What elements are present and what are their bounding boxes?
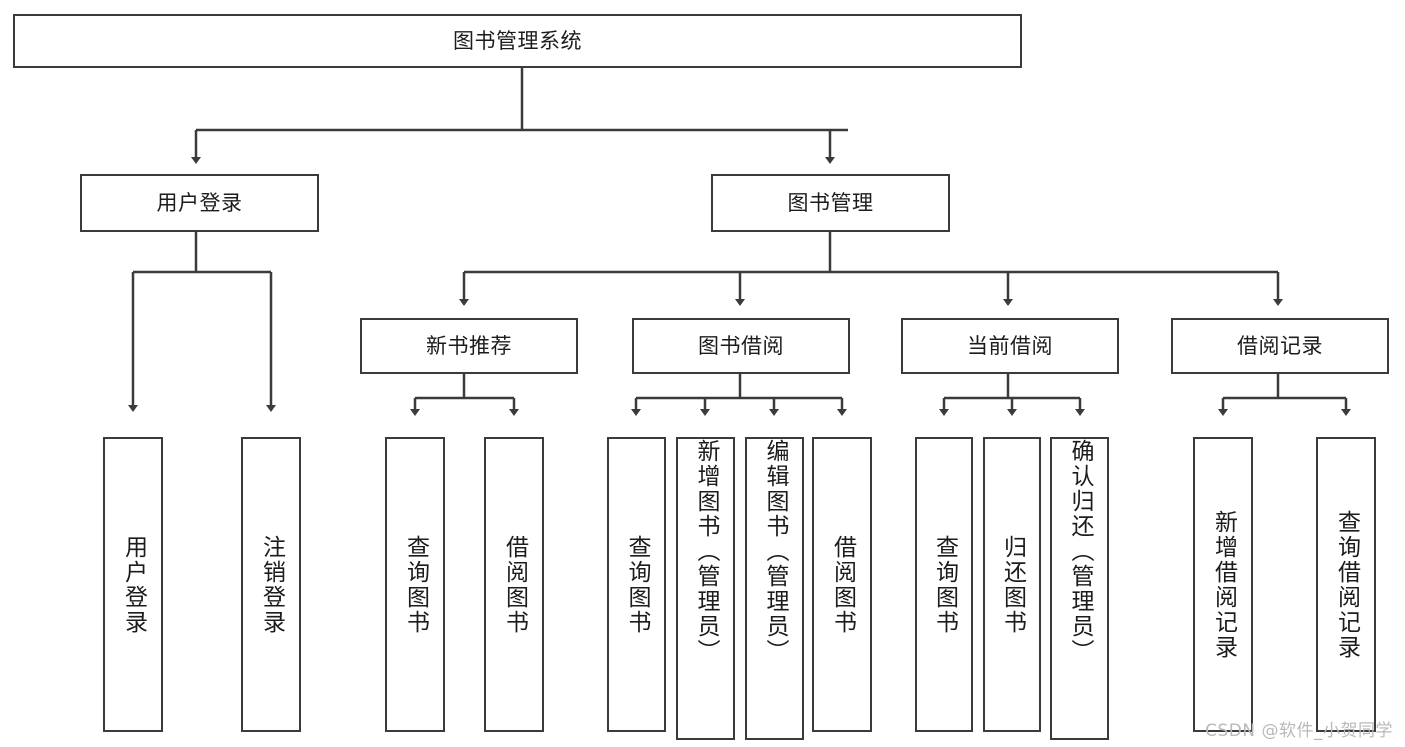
node-leaf-query-book-1-label: 查询图书: [402, 534, 429, 635]
node-book-borrow-label: 图书借阅: [698, 333, 784, 358]
node-root-label: 图书管理系统: [453, 28, 582, 53]
edge-group-new-book-rec: [410, 374, 519, 416]
edge-group-user-login: [128, 232, 276, 412]
node-leaf-query-record[interactable]: 查询借阅记录: [1316, 437, 1376, 732]
node-leaf-user-login-label: 用户登录: [120, 534, 147, 635]
edge-group-root: [191, 68, 848, 164]
node-leaf-add-book-label: 新增图书（管理员）: [693, 439, 719, 664]
node-leaf-user-login[interactable]: 用户登录: [103, 437, 163, 732]
node-book-manage[interactable]: 图书管理: [711, 174, 950, 232]
node-leaf-borrow-book-2-label: 借阅图书: [829, 534, 856, 635]
node-book-borrow[interactable]: 图书借阅: [632, 318, 850, 374]
node-user-login[interactable]: 用户登录: [80, 174, 319, 232]
edge-group-book-manage: [459, 232, 1283, 306]
edge-group-current-borrow: [939, 374, 1085, 416]
node-current-borrow[interactable]: 当前借阅: [901, 318, 1119, 374]
node-borrow-record-label: 借阅记录: [1237, 333, 1323, 358]
node-leaf-query-book-1[interactable]: 查询图书: [385, 437, 445, 732]
node-book-manage-label: 图书管理: [787, 190, 874, 215]
node-root[interactable]: 图书管理系统: [13, 14, 1022, 68]
node-leaf-borrow-book-1[interactable]: 借阅图书: [484, 437, 544, 732]
node-leaf-query-book-2-label: 查询图书: [624, 534, 650, 635]
node-new-book-rec[interactable]: 新书推荐: [360, 318, 578, 374]
node-leaf-borrow-book-1-label: 借阅图书: [501, 534, 528, 635]
node-leaf-query-book-3[interactable]: 查询图书: [915, 437, 973, 732]
node-borrow-record[interactable]: 借阅记录: [1171, 318, 1389, 374]
node-leaf-user-logout-label: 注销登录: [258, 534, 285, 635]
node-leaf-query-book-3-label: 查询图书: [931, 534, 958, 635]
node-current-borrow-label: 当前借阅: [967, 333, 1053, 358]
node-leaf-return-book[interactable]: 归还图书: [983, 437, 1041, 732]
node-leaf-borrow-book-2[interactable]: 借阅图书: [812, 437, 872, 732]
node-leaf-confirm-return-label: 确认归还（管理员）: [1067, 439, 1093, 664]
node-leaf-add-record-label: 新增借阅记录: [1210, 509, 1237, 660]
node-leaf-user-logout[interactable]: 注销登录: [241, 437, 301, 732]
node-leaf-return-book-label: 归还图书: [999, 534, 1026, 635]
node-leaf-confirm-return[interactable]: 确认归还（管理员）: [1050, 437, 1109, 740]
node-leaf-add-book[interactable]: 新增图书（管理员）: [676, 437, 735, 740]
edge-group-book-borrow: [631, 374, 847, 416]
edge-group-borrow-record: [1218, 374, 1351, 416]
node-leaf-query-book-2[interactable]: 查询图书: [607, 437, 666, 732]
node-leaf-query-record-label: 查询借阅记录: [1333, 509, 1360, 660]
node-leaf-edit-book[interactable]: 编辑图书（管理员）: [745, 437, 804, 740]
node-user-login-label: 用户登录: [156, 190, 243, 215]
node-leaf-add-record[interactable]: 新增借阅记录: [1193, 437, 1253, 732]
node-new-book-rec-label: 新书推荐: [426, 333, 512, 358]
node-leaf-edit-book-label: 编辑图书（管理员）: [762, 439, 788, 664]
